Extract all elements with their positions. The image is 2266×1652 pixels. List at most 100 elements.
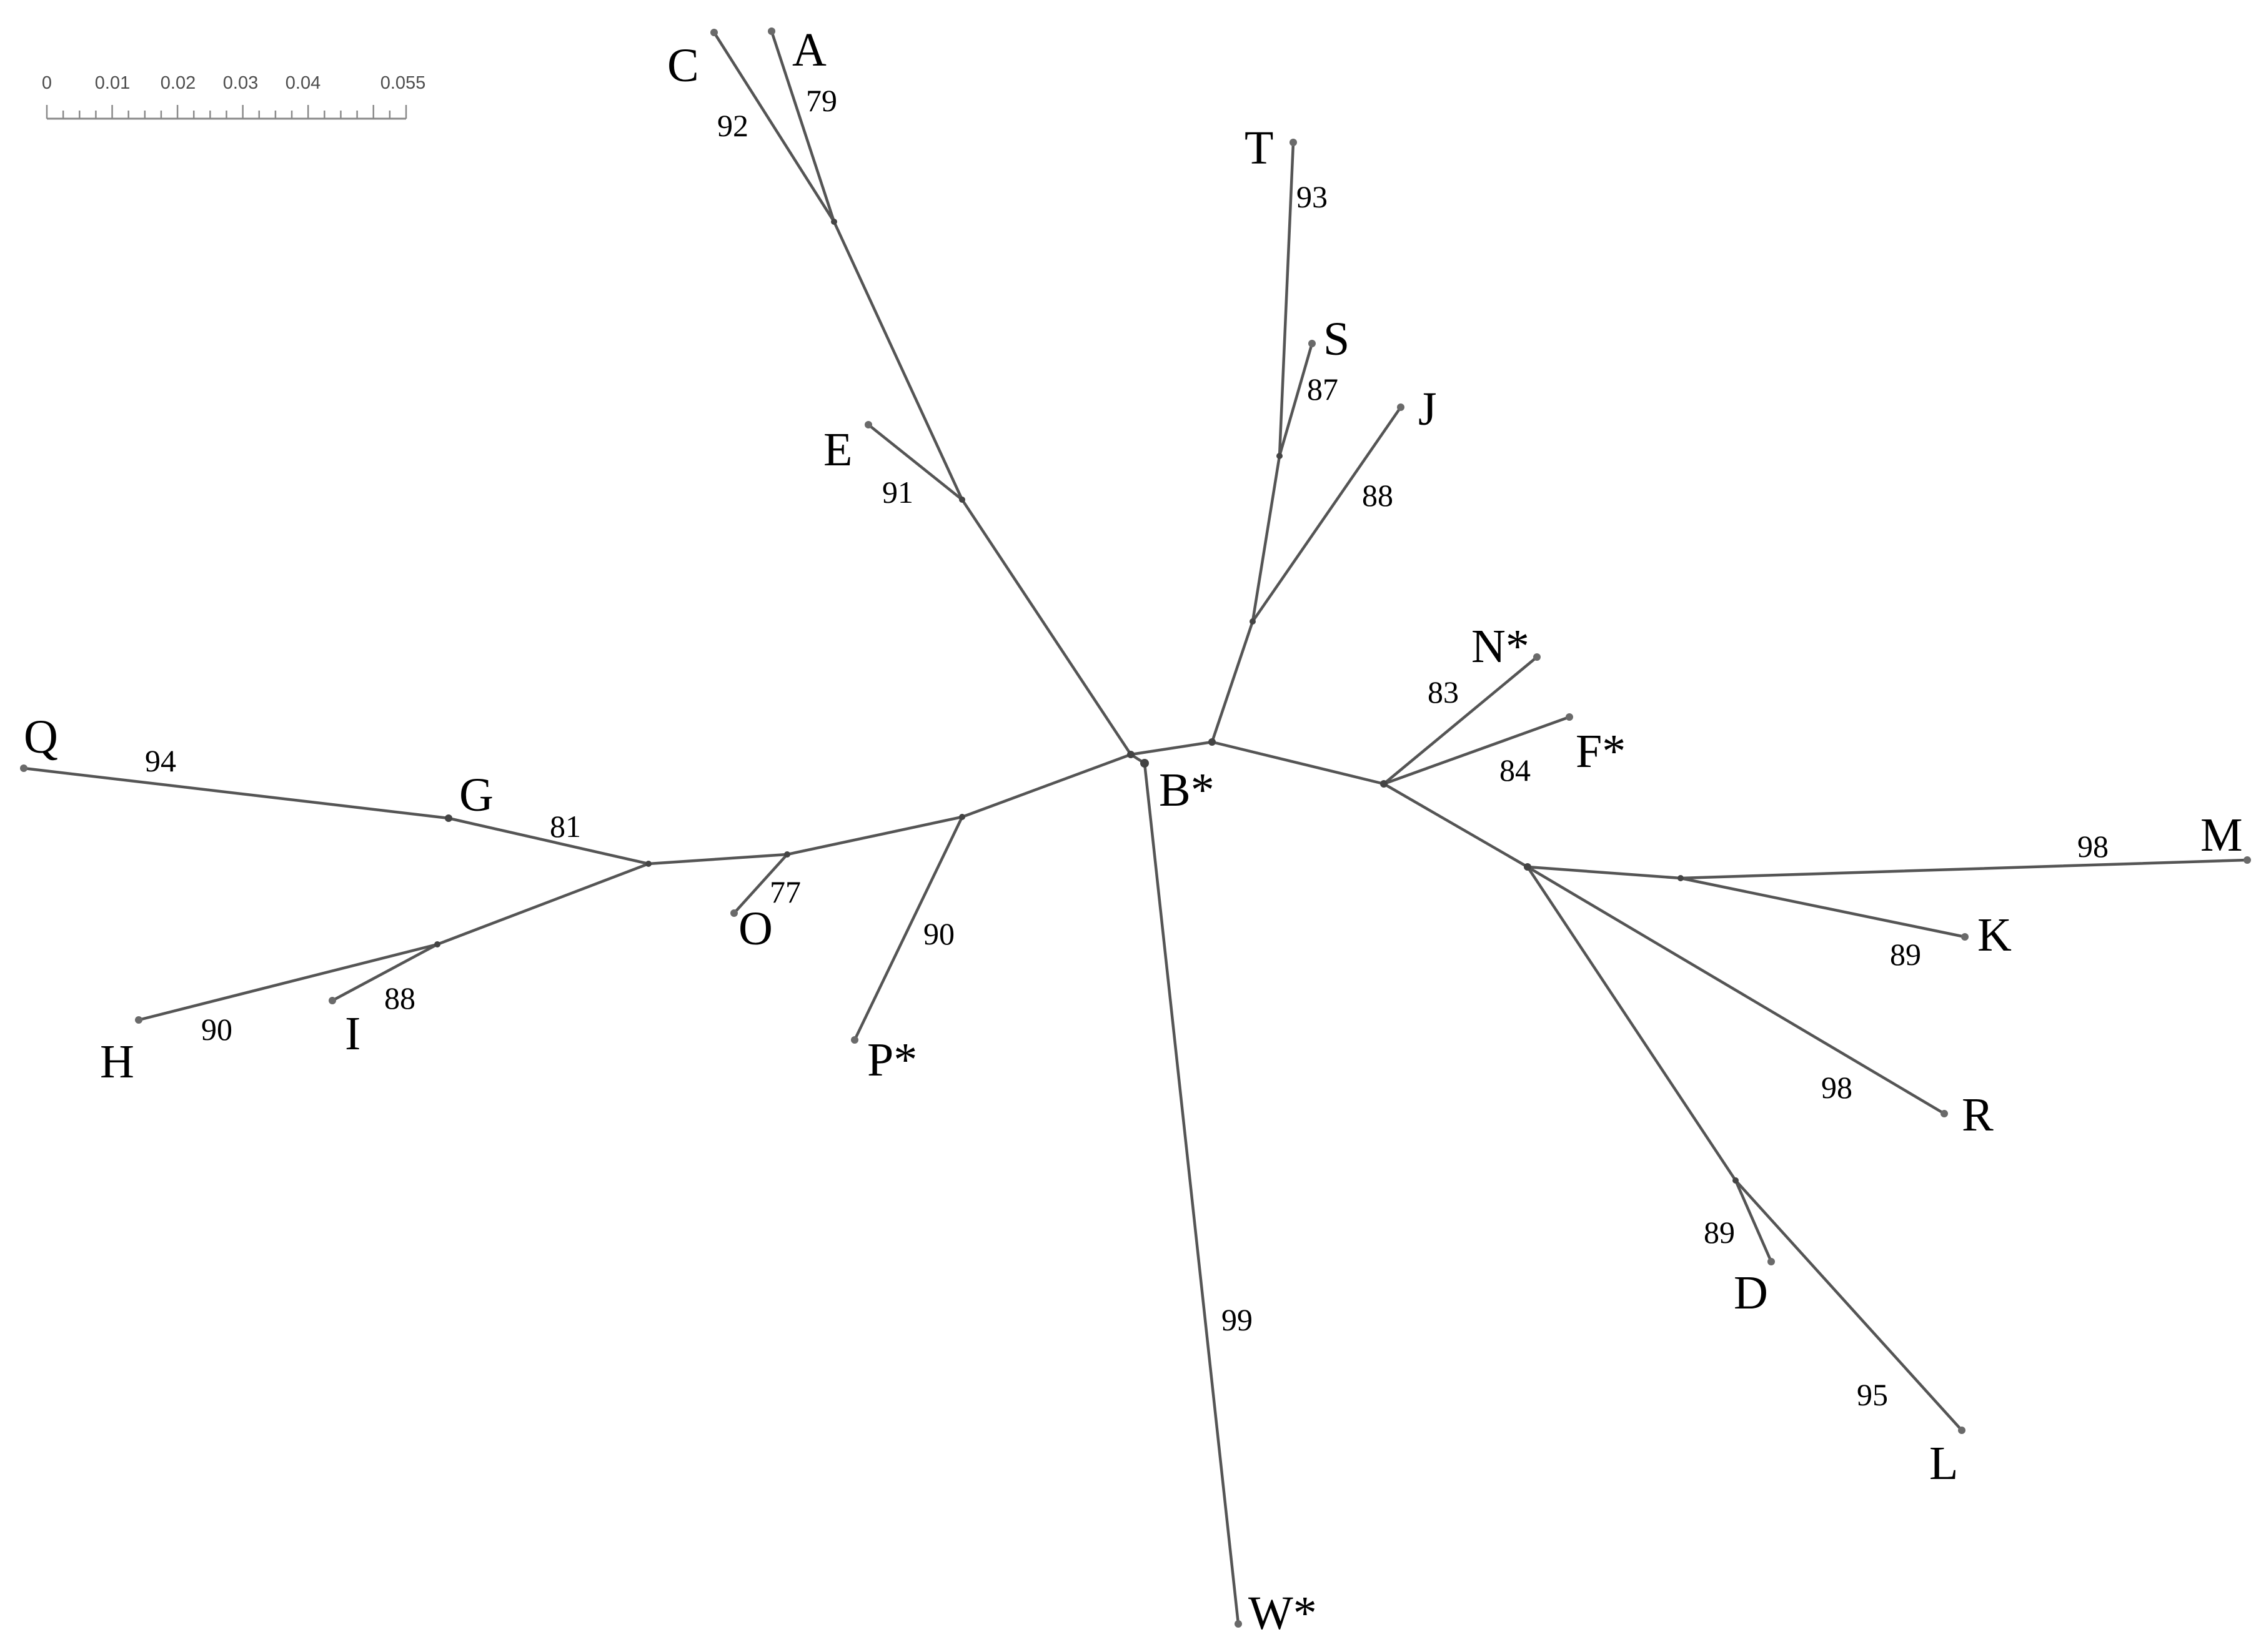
branch-q bbox=[22, 766, 450, 820]
branch-ts-stem bbox=[1251, 454, 1281, 623]
node-mk bbox=[1677, 875, 1684, 881]
branch-t bbox=[1278, 141, 1295, 458]
leaf-label-t: T bbox=[1245, 122, 1273, 174]
support-value: 99 bbox=[1221, 1302, 1253, 1337]
leaf-label-q: Q bbox=[24, 711, 58, 763]
support-value: 81 bbox=[550, 809, 581, 844]
leaf-label-g: G bbox=[459, 769, 494, 821]
node-tsj bbox=[1250, 618, 1256, 625]
support-value: 83 bbox=[1428, 675, 1459, 710]
leaf-label-c: C bbox=[667, 39, 699, 92]
tip-markers bbox=[20, 27, 2251, 1628]
branch-f bbox=[1382, 715, 1571, 786]
tip-i bbox=[329, 997, 336, 1004]
tip-p bbox=[851, 1036, 858, 1044]
branch-i bbox=[330, 942, 439, 1002]
branch-o bbox=[732, 853, 789, 915]
leaf-label-b: B* bbox=[1159, 764, 1215, 816]
support-value: 77 bbox=[770, 874, 801, 909]
tip-s bbox=[1308, 340, 1316, 347]
branches bbox=[22, 29, 2249, 1626]
support-value: 89 bbox=[1704, 1215, 1735, 1250]
support-value: 91 bbox=[882, 475, 913, 510]
branch-e bbox=[867, 423, 964, 502]
branch-dl-stem bbox=[1526, 865, 1737, 1182]
node-root-left bbox=[1127, 751, 1135, 758]
branch-p bbox=[853, 815, 964, 1042]
branch-backbone-1 bbox=[1129, 740, 1214, 756]
node-left bbox=[645, 861, 652, 867]
branch-backbone-2 bbox=[1210, 740, 1386, 786]
support-value: 84 bbox=[1499, 753, 1531, 788]
node-hi bbox=[434, 941, 440, 947]
branch-k bbox=[1679, 876, 1967, 939]
leaf-label-o: O bbox=[738, 903, 773, 955]
leaf-label-d: D bbox=[1734, 1267, 1768, 1319]
branch-backbone-5 bbox=[647, 853, 789, 866]
tip-c bbox=[710, 29, 718, 36]
scale-bar-ticks bbox=[46, 105, 407, 119]
leaf-label-e: E bbox=[823, 423, 852, 476]
tip-d bbox=[1767, 1258, 1775, 1265]
tip-q bbox=[20, 764, 27, 772]
support-value: 79 bbox=[806, 83, 837, 118]
node-right bbox=[1524, 863, 1531, 871]
leaf-label-w: W* bbox=[1248, 1587, 1317, 1640]
node-ac bbox=[831, 219, 837, 225]
branch-ac-stem bbox=[832, 220, 964, 502]
leaf-label-a: A bbox=[792, 24, 827, 76]
scale-label-0.03: 0.03 bbox=[223, 73, 258, 93]
branch-h bbox=[137, 942, 439, 1022]
scale-label-0: 0 bbox=[42, 73, 52, 93]
branch-l bbox=[1734, 1179, 1964, 1432]
branch-m bbox=[1679, 858, 2249, 880]
node-root-right bbox=[1208, 738, 1216, 746]
tip-a bbox=[768, 27, 775, 35]
leaf-label-r: R bbox=[1962, 1089, 1994, 1141]
scale-label-0.055: 0.055 bbox=[380, 73, 426, 93]
tip-j bbox=[1397, 403, 1404, 411]
branch-mk-stem bbox=[1526, 865, 1682, 880]
tip-o bbox=[730, 909, 738, 917]
tip-l bbox=[1958, 1427, 1965, 1434]
branch-n bbox=[1382, 655, 1539, 786]
scale-bar: 0 0.01 0.02 0.03 0.04 0.055 bbox=[42, 73, 426, 120]
leaf-label-n: N* bbox=[1471, 620, 1529, 673]
node-ts bbox=[1276, 453, 1283, 459]
tip-w bbox=[1235, 1620, 1242, 1628]
support-value: 90 bbox=[201, 1012, 232, 1047]
tip-k bbox=[1961, 933, 1969, 941]
branch-hi-stem bbox=[435, 862, 650, 946]
support-value: 89 bbox=[1890, 937, 1921, 972]
branch-tsj-stem bbox=[1210, 620, 1255, 744]
node-nf bbox=[1380, 780, 1388, 788]
leaf-label-p: P* bbox=[867, 1034, 917, 1086]
tip-m bbox=[2244, 856, 2251, 864]
branch-r bbox=[1526, 865, 1946, 1115]
support-value: 94 bbox=[145, 743, 176, 778]
node-dl bbox=[1732, 1177, 1739, 1184]
branch-backbone-4 bbox=[785, 815, 964, 856]
tip-r bbox=[1941, 1110, 1948, 1117]
branch-j bbox=[1251, 405, 1403, 623]
support-value: 98 bbox=[2077, 829, 2109, 864]
node-ace bbox=[959, 497, 965, 503]
branch-c bbox=[712, 31, 836, 224]
support-values: 79 92 91 93 87 88 83 84 98 89 98 89 95 9… bbox=[145, 83, 2109, 1412]
tip-e bbox=[865, 421, 872, 428]
branch-right-stem bbox=[1382, 782, 1529, 869]
support-value: 95 bbox=[1857, 1377, 1888, 1412]
leaf-label-h: H bbox=[100, 1036, 134, 1088]
branch-w bbox=[1143, 761, 1240, 1626]
leaf-label-k: K bbox=[1977, 909, 2012, 961]
node-p bbox=[959, 814, 965, 820]
tip-f bbox=[1566, 713, 1573, 721]
leaf-label-f: F* bbox=[1576, 725, 1626, 778]
tip-h bbox=[135, 1016, 142, 1024]
internal-nodes bbox=[434, 219, 1739, 1184]
support-value: 90 bbox=[923, 916, 955, 951]
node-o bbox=[784, 851, 790, 858]
tip-b bbox=[1140, 759, 1149, 768]
scale-label-0.01: 0.01 bbox=[95, 73, 130, 93]
